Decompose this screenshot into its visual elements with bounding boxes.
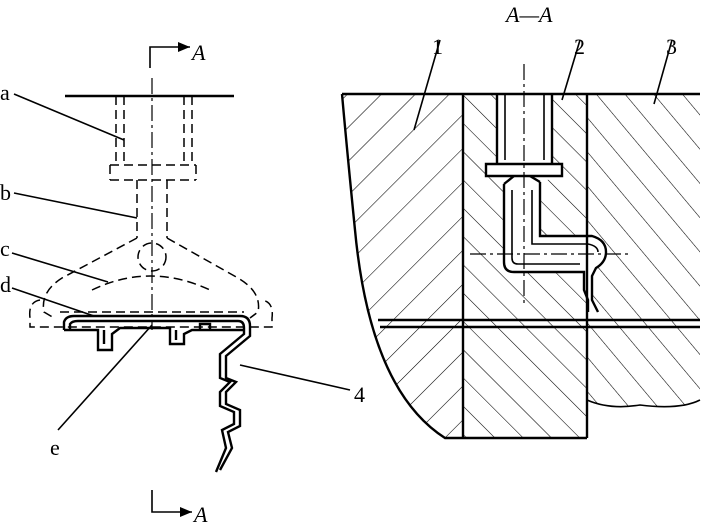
section-title: A—A [504,2,553,27]
curved-edge [340,93,463,440]
left-leaders [11,93,351,431]
label-a: a [0,80,10,105]
aluminum-profile [62,314,252,473]
part-b-stem [136,180,168,272]
section-mark-top: A [149,40,206,68]
section-letter-top: A [190,40,206,65]
label-c: c [0,236,10,261]
part-d-lip [28,299,274,328]
left-view: A [0,40,365,524]
label-1: 1 [432,34,443,59]
part-c-suction-cup [42,237,260,319]
section-letter-bottom: A [192,502,208,524]
label-e: e [50,435,60,460]
section-mark-bottom: A [151,490,208,524]
label-2: 2 [574,34,585,59]
part-a-cylinder [109,96,197,181]
label-4: 4 [354,382,365,407]
label-3: 3 [666,34,677,59]
label-b: b [0,180,11,205]
section-view: A—A 1 [340,2,701,440]
label-d: d [0,272,11,297]
part-3-hatch [587,94,700,407]
